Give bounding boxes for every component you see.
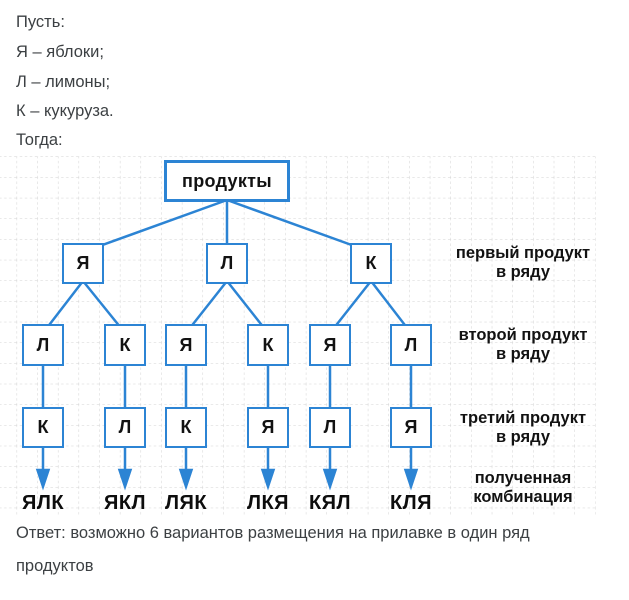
row-label-result-line1: полученная xyxy=(474,469,572,487)
node-l1-3: К xyxy=(350,243,392,284)
node-l2-3: Я xyxy=(165,324,207,366)
row-label-result: полученная комбинация xyxy=(449,469,597,507)
row-label-second-line1: второй продукт xyxy=(458,326,588,344)
row-label-first: первый продукт в ряду xyxy=(449,244,597,282)
node-l1-1: Я xyxy=(62,243,104,284)
grid-background xyxy=(0,156,596,515)
edge-root-ya xyxy=(81,198,229,254)
intro-line-4: К – кукуруза. xyxy=(16,102,114,120)
arrow-head-icon-2 xyxy=(117,468,133,491)
node-l2-6: Л xyxy=(390,324,432,366)
arrow-head-icon-5 xyxy=(322,468,338,491)
node-l3-6: Я xyxy=(390,407,432,448)
row-label-third-line2: в ряду xyxy=(495,428,551,446)
combination-5: КЯЛ xyxy=(308,492,352,514)
intro-line-3: Л – лимоны; xyxy=(16,73,111,91)
combination-1: ЯЛК xyxy=(21,492,65,514)
combination-6: КЛЯ xyxy=(389,492,433,514)
row-label-result-line2: комбинация xyxy=(473,488,573,506)
result-arrows xyxy=(35,446,419,491)
combination-2: ЯКЛ xyxy=(103,492,147,514)
arrow-head-icon-1 xyxy=(35,468,51,491)
intro-line-1: Пусть: xyxy=(16,13,65,31)
arrow-head-icon-4 xyxy=(260,468,276,491)
node-l3-5: Л xyxy=(309,407,351,448)
edge-root-ka xyxy=(225,198,373,254)
node-l2-2: К xyxy=(104,324,146,366)
node-l2-5: Я xyxy=(309,324,351,366)
node-l2-4: К xyxy=(247,324,289,366)
node-root: продукты xyxy=(164,160,290,202)
node-l3-1: К xyxy=(22,407,64,448)
combination-3: ЛЯК xyxy=(164,492,208,514)
answer-line-2: продуктов xyxy=(16,557,94,575)
row-label-third: третий продукт в ряду xyxy=(449,409,597,447)
row-label-second: второй продукт в ряду xyxy=(449,326,597,364)
row-label-first-line1: первый продукт xyxy=(455,244,591,262)
answer-line-1: Ответ: возможно 6 вариантов размещения н… xyxy=(16,524,530,542)
row-label-second-line2: в ряду xyxy=(495,345,551,363)
intro-line-5: Тогда: xyxy=(16,131,63,149)
node-l3-3: К xyxy=(165,407,207,448)
node-l1-2: Л xyxy=(206,243,248,284)
arrow-head-icon-6 xyxy=(403,468,419,491)
intro-line-2: Я – яблоки; xyxy=(16,43,104,61)
node-l3-4: Я xyxy=(247,407,289,448)
arrow-head-icon-3 xyxy=(178,468,194,491)
row-label-third-line1: третий продукт xyxy=(459,409,587,427)
node-l2-1: Л xyxy=(22,324,64,366)
row-label-first-line2: в ряду xyxy=(495,263,551,281)
combination-4: ЛКЯ xyxy=(246,492,290,514)
node-l3-2: Л xyxy=(104,407,146,448)
